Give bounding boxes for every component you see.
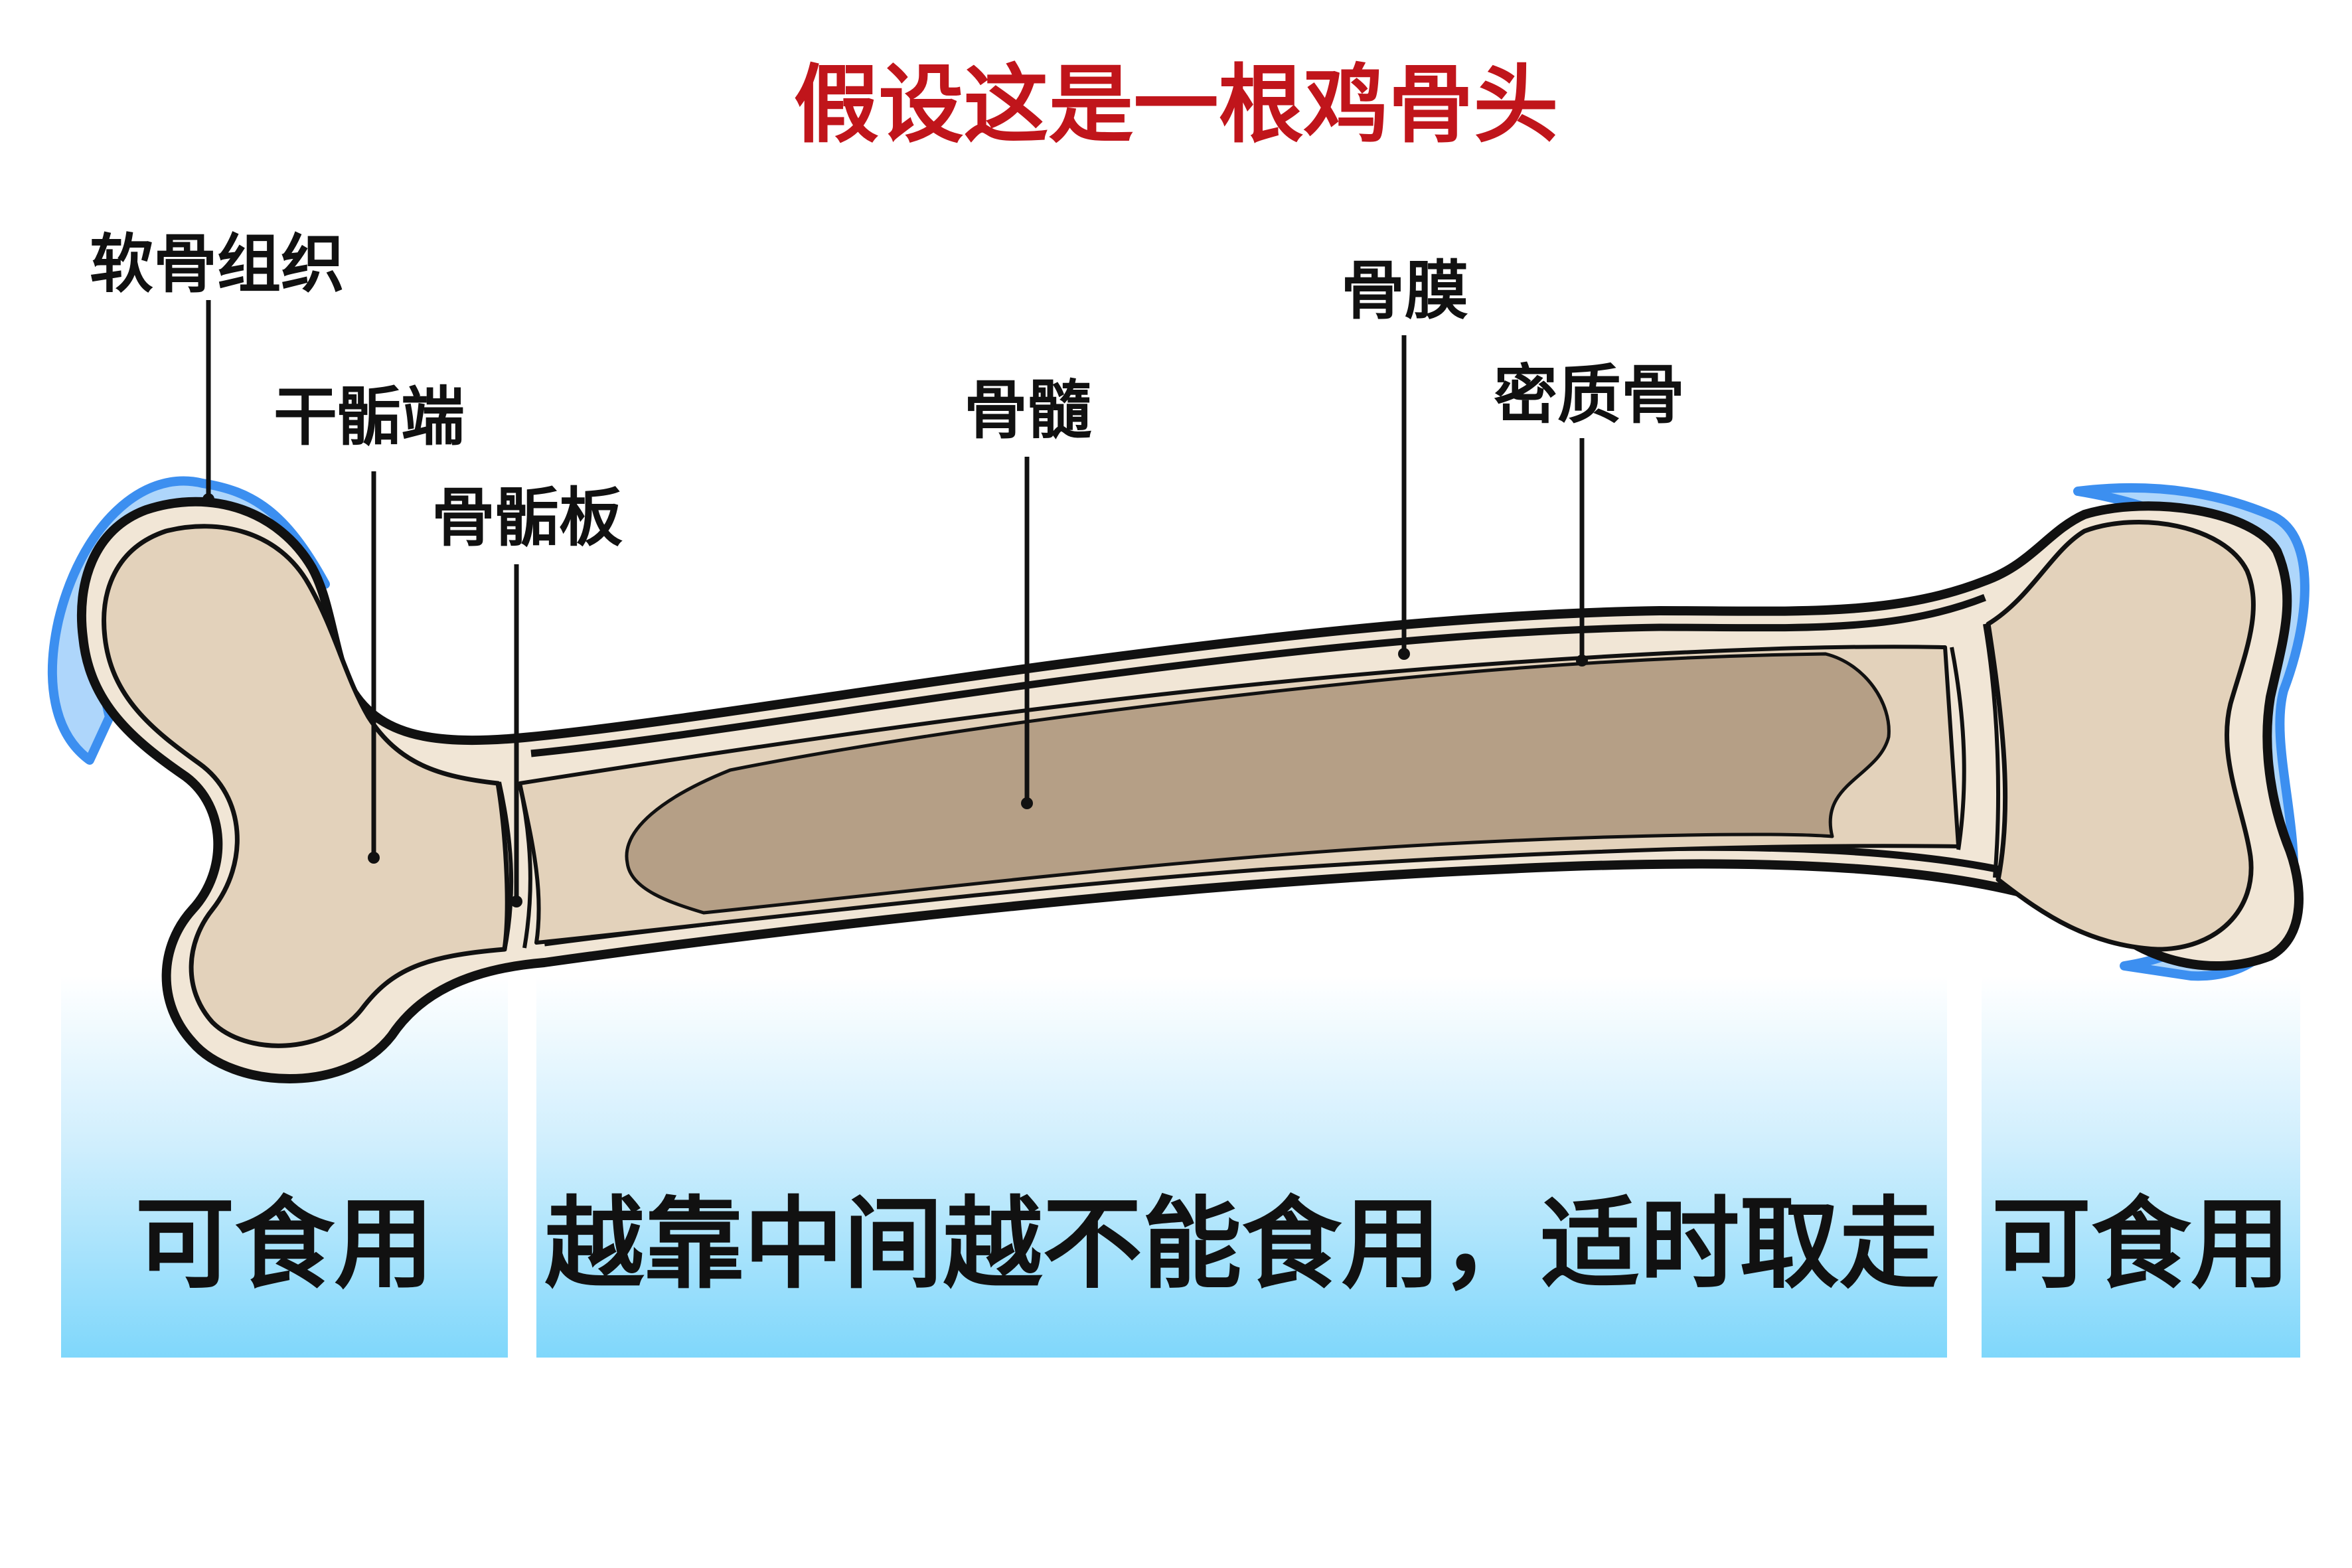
label-epiphysis: 干骺端 (274, 380, 465, 454)
growth-plate-left (497, 781, 532, 951)
marrow (625, 652, 1891, 915)
epiphysis-left (102, 524, 510, 1048)
label-marrow: 骨髓 (964, 373, 1091, 447)
dot-cartilage (202, 493, 214, 505)
label-periosteum: 骨膜 (1341, 254, 1468, 328)
dot-periosteum (1398, 648, 1410, 660)
region-left-label: 可食用 (135, 1187, 434, 1302)
dot-compact-bone (1576, 655, 1588, 666)
dot-epiphysis (368, 852, 380, 864)
region-right-edible: 可食用 (1982, 976, 2300, 1358)
label-compact-bone: 密质骨 (1494, 358, 1685, 432)
region-right-label: 可食用 (1991, 1187, 2290, 1302)
growth-plate-right (1950, 623, 2000, 878)
dot-marrow (1021, 797, 1033, 809)
label-cartilage: 软骨组织 (90, 227, 345, 301)
pointer-lines (206, 300, 1585, 902)
diagram-title: 假设这是一根鸡骨头 (793, 56, 1559, 155)
label-growth-plate: 骨骺板 (431, 481, 623, 555)
pointer-dots (202, 493, 1588, 907)
region-middle-label: 越靠中间越不能食用，适时取走 (544, 1187, 1939, 1302)
epiphysis-right (1986, 520, 2256, 952)
dot-growth-plate (510, 896, 522, 907)
region-middle-inedible: 越靠中间越不能食用，适时取走 (536, 976, 1947, 1358)
